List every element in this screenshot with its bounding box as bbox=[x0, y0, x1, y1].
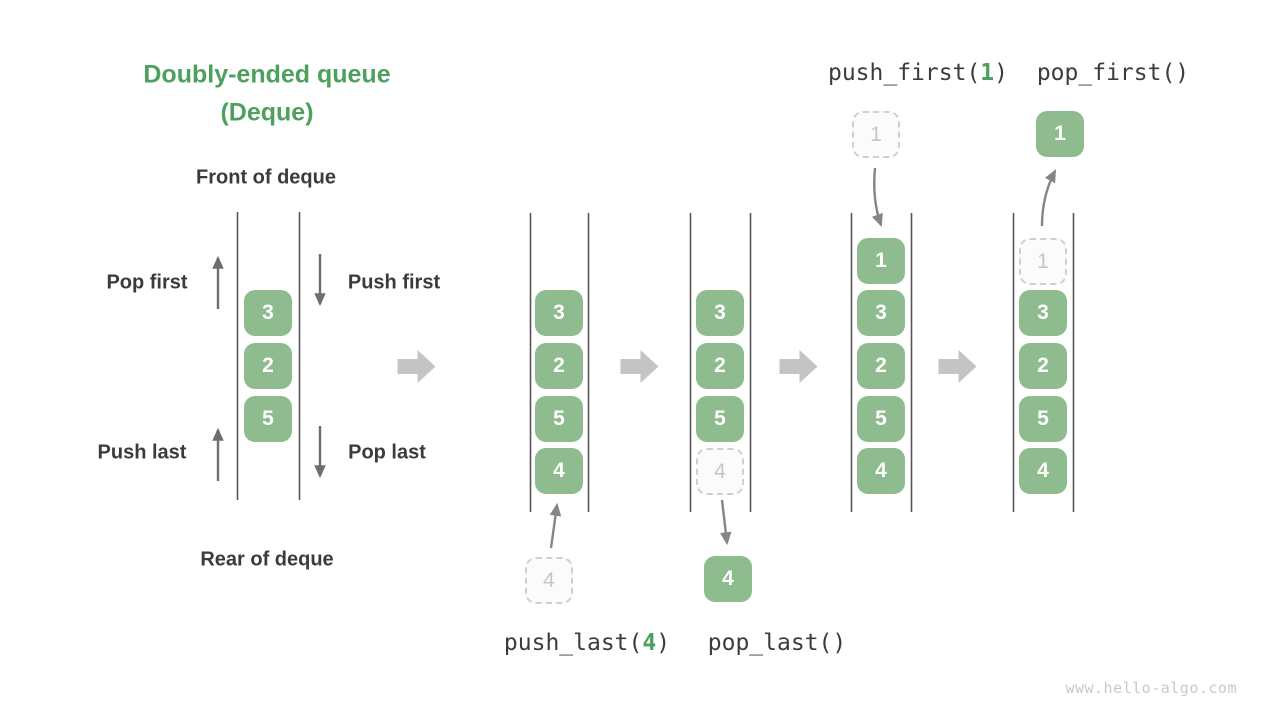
push-last-insert-arrow-icon bbox=[549, 502, 562, 549]
stage-arrow-icon bbox=[779, 350, 818, 383]
deque-cell: 5 bbox=[244, 396, 292, 442]
deque-cell: 2 bbox=[244, 343, 292, 389]
deque-cell: 4 bbox=[1019, 448, 1067, 494]
outgoing-cell: 1 bbox=[1036, 111, 1084, 157]
incoming-cell-ghost: 4 bbox=[525, 557, 573, 604]
deque-cell: 3 bbox=[857, 290, 905, 336]
deque-cell-ghost: 1 bbox=[1019, 238, 1067, 285]
deque-cell: 2 bbox=[1019, 343, 1067, 389]
pop-first-label: Pop first bbox=[106, 271, 188, 294]
stage-arrow-icon bbox=[397, 350, 436, 383]
deque-cell: 2 bbox=[696, 343, 744, 389]
incoming-cell-ghost: 1 bbox=[852, 111, 900, 158]
front-of-deque-label: Front of deque bbox=[196, 166, 336, 189]
deque-cell: 5 bbox=[535, 396, 583, 442]
outgoing-cell: 4 bbox=[704, 556, 752, 602]
pop-last-op-label: pop_last() bbox=[707, 630, 847, 656]
deque-cell: 1 bbox=[857, 238, 905, 284]
push-first-op-label: push_first(1) bbox=[828, 60, 1008, 86]
op-text: ) bbox=[656, 630, 671, 656]
stage-arrow-icon bbox=[620, 350, 659, 383]
diagram-title-line2: (Deque) bbox=[220, 98, 314, 127]
pop-last-remove-arrow-icon bbox=[720, 499, 732, 546]
deque-cell: 3 bbox=[1019, 290, 1067, 336]
op-arg: 1 bbox=[980, 60, 995, 86]
deque-cell: 5 bbox=[696, 396, 744, 442]
diagram-title-line1: Doubly-ended queue bbox=[143, 60, 391, 89]
deque-cell: 4 bbox=[857, 448, 905, 494]
deque-cell: 4 bbox=[535, 448, 583, 494]
deque-cell: 3 bbox=[244, 290, 292, 336]
pop-last-label: Pop last bbox=[348, 441, 426, 464]
stage-arrow-icon bbox=[938, 350, 977, 383]
push-first-label: Push first bbox=[347, 271, 441, 294]
deque-cell: 3 bbox=[535, 290, 583, 336]
op-text: push_first( bbox=[827, 60, 981, 86]
deque-cell: 2 bbox=[857, 343, 905, 389]
deque-cell: 2 bbox=[535, 343, 583, 389]
pop-first-op-label: pop_first() bbox=[1036, 60, 1190, 86]
push-first-insert-arrow-icon bbox=[871, 167, 883, 228]
push-last-op-label: push_last(4) bbox=[504, 630, 670, 656]
op-arg: 4 bbox=[642, 630, 657, 656]
deque-cell: 3 bbox=[696, 290, 744, 336]
op-text: push_last( bbox=[503, 630, 643, 656]
push-last-label: Push last bbox=[97, 441, 187, 464]
pop-first-remove-arrow-icon bbox=[1040, 169, 1057, 227]
rear-of-deque-label: Rear of deque bbox=[200, 548, 334, 571]
op-text: ) bbox=[994, 60, 1009, 86]
queue-walls bbox=[236, 212, 1075, 512]
watermark: www.hello-algo.com bbox=[1065, 679, 1237, 697]
deque-cell: 5 bbox=[857, 396, 905, 442]
deque-cell-ghost: 4 bbox=[696, 448, 744, 495]
deque-cell: 5 bbox=[1019, 396, 1067, 442]
